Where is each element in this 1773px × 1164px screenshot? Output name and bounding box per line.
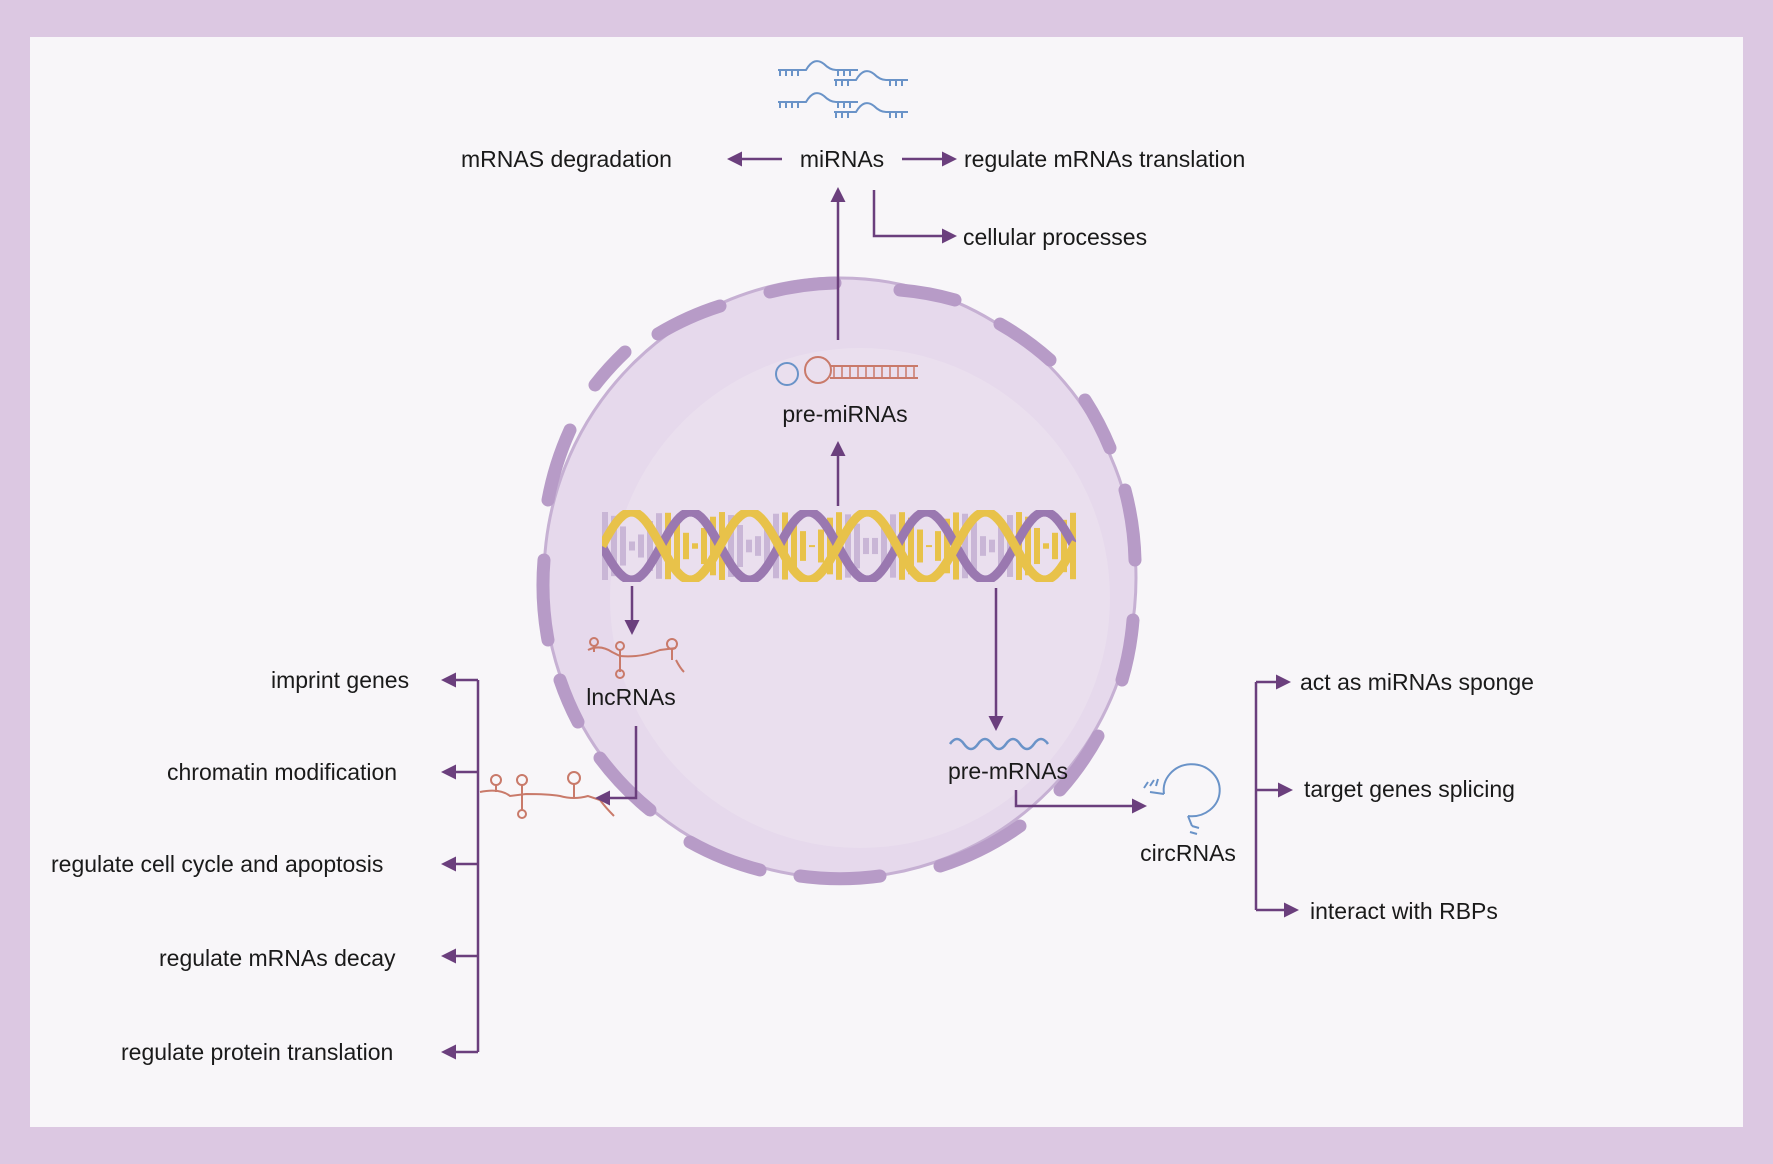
arrow-to-cellular-processes (872, 190, 957, 244)
lncrna-function-item: chromatin modification (167, 759, 398, 785)
pre-mirna-hairpin-icon (775, 356, 918, 386)
label-pre-mirnas: pre-miRNAs (782, 401, 908, 427)
dna-helix (602, 510, 1076, 582)
lncrna-function-item: regulate protein translation (121, 1039, 394, 1065)
circrna-function-item: interact with RBPs (1310, 898, 1498, 924)
circrna-icon (1143, 763, 1221, 835)
dna-base-pair (1061, 519, 1067, 573)
label-lncrnas: lncRNAs (586, 684, 676, 710)
dna-base-pair (881, 523, 887, 569)
dna-base-pair (692, 543, 698, 549)
dna-base-pair (971, 522, 977, 570)
dna-base-pair (611, 515, 617, 577)
dna-base-pair (944, 518, 950, 574)
circrna-function-item: act as miRNAs sponge (1300, 669, 1534, 695)
dna-strand (602, 510, 1076, 582)
dna-base-pair (827, 517, 833, 575)
dna-strands (602, 510, 1076, 582)
lncrna-function-item: imprint genes (271, 667, 410, 693)
dna-base-pair (728, 515, 734, 577)
dna-base-pair (674, 519, 680, 573)
dna-base-pair (791, 518, 797, 574)
pre-mrna-wave-icon (948, 737, 1050, 751)
dna-base-pair (755, 536, 761, 556)
dna-base-pair (620, 526, 626, 566)
dna-base-pair (710, 516, 716, 576)
dna-base-pair (980, 536, 986, 556)
dna-base-pair (935, 531, 941, 561)
lncrna-icon-large (479, 771, 615, 819)
lncrna-function-item: regulate cell cycle and apoptosis (51, 851, 384, 877)
cell-inner-glow (610, 348, 1110, 848)
dna-base-pair (809, 545, 815, 548)
dna-base-pair (647, 521, 653, 571)
label-cellular-processes: cellular processes (963, 224, 1148, 250)
dna-base-pair (764, 522, 770, 570)
dna-base-pair (863, 537, 869, 555)
dna-base-pair (818, 529, 824, 563)
dna-base-pair (638, 534, 644, 558)
dna-base-pair (998, 525, 1004, 567)
dna-base-pair (989, 539, 995, 553)
dna-base-pair (800, 531, 806, 561)
lncrna-icon (587, 637, 685, 679)
pathway-arrows (441, 151, 1299, 1060)
dna-base-pair (854, 523, 860, 569)
arrow-pre-mrnas-to-circrnas (1014, 790, 1147, 814)
arrow-lncrnas-to-functions (595, 726, 638, 806)
dna-base-pair (629, 541, 635, 551)
circrna-function-item: target genes splicing (1304, 776, 1515, 802)
dna-base-pair (1043, 543, 1049, 549)
dna-base-pair (917, 529, 923, 563)
dna-base-pair (782, 512, 788, 580)
lncrna-function-item: regulate mRNAs decay (159, 945, 396, 971)
label-mrna-degradation: mRNAS degradation (461, 146, 672, 172)
label-regulate-mrnas-translation: regulate mRNAs translation (964, 146, 1246, 172)
dna-base-pair (1034, 527, 1040, 565)
dna-base-pair (926, 545, 932, 548)
mirna-duplex-icon (778, 60, 908, 118)
dna-base-pair (1025, 516, 1031, 576)
dna-base-pair (1052, 532, 1058, 560)
dna-base-pair (908, 517, 914, 575)
dna-base-pair (845, 514, 851, 578)
dna-base-pair (746, 539, 752, 553)
nuclear-membrane (536, 276, 1142, 886)
dna-base-pair (683, 532, 689, 560)
label-pre-mrnas: pre-mRNAs (947, 758, 1069, 784)
dna-base-pair (701, 527, 707, 565)
dna-base-pair (962, 513, 968, 579)
dna-base-pair (872, 537, 878, 555)
label-circrnas: circRNAs (1140, 840, 1236, 866)
dna-base-pair (665, 512, 671, 580)
label-mirnas: miRNAs (799, 146, 885, 172)
dna-base-pair (737, 525, 743, 567)
